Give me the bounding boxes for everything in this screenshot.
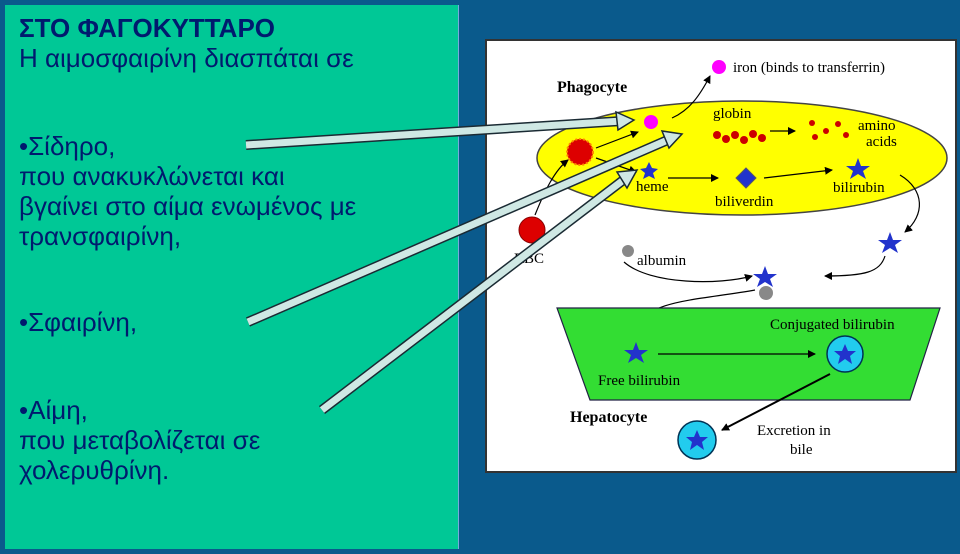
- bile-label: bile: [790, 442, 813, 458]
- albumin-label: albumin: [637, 253, 687, 269]
- phagocyte-label: Phagocyte: [557, 79, 627, 96]
- excretion-label: Excretion in: [757, 423, 831, 439]
- iron-dot: [712, 60, 726, 74]
- item-heme: •Αίμη,: [19, 395, 88, 425]
- globin-chain: [713, 130, 766, 144]
- amino-label: amino: [858, 118, 896, 134]
- item-iron-line3: βγαίνει στο αίμα ενωμένος με: [19, 191, 357, 221]
- iron-pointer-arrow: [245, 110, 636, 150]
- excretion-arrow: [721, 373, 831, 431]
- bilirubin-exit-arrow: [899, 174, 920, 233]
- rbc-cell: [518, 216, 546, 244]
- rbc-uptake-arrow: [534, 159, 569, 216]
- amino-acid-dots: [809, 120, 849, 140]
- item-iron: •Σίδηρο,: [19, 131, 116, 161]
- free-bilirubin-liver-star: [624, 342, 648, 363]
- item-heme-line3: χολερυθρίνη.: [19, 455, 170, 485]
- conjugated-bilirubin-star: [834, 344, 856, 364]
- biliverdin-diamond: [735, 167, 757, 189]
- biliverdin-label: biliverdin: [715, 194, 774, 210]
- rbc-degrading: [566, 138, 594, 166]
- to-albumin-arrow: [824, 255, 886, 280]
- to-iron-arrow: [595, 130, 639, 149]
- heme-label: heme: [636, 179, 669, 195]
- item-heme-line2: που μεταβολίζεται σε: [19, 425, 261, 455]
- slide-title: ΣΤΟ ΦΑΓΟΚΥΤΤΑΡΟ: [19, 13, 276, 43]
- hepatocyte-label: Hepatocyte: [570, 409, 647, 426]
- phagocyte-cell: [536, 100, 948, 216]
- iron-label: iron (binds to transferrin): [733, 60, 885, 76]
- bilirubin-star: [846, 158, 870, 179]
- free-bilirubin-star: [878, 232, 902, 253]
- albumin-binding-arrow: [623, 261, 753, 283]
- heme-pointer-arrow: [318, 169, 639, 414]
- item-iron-line4: τρανσφαιρίνη,: [19, 221, 182, 251]
- text-panel: ΣΤΟ ΦΑΓΟΚΥΤΤΑΡΟ Η αιμοσφαιρίνη διασπάται…: [5, 5, 459, 549]
- globin-label: globin: [713, 106, 752, 122]
- bound-bilirubin-star: [753, 266, 777, 287]
- bilirubin-label: bilirubin: [833, 180, 885, 196]
- iron-exit-arrow: [671, 75, 711, 119]
- bile-star: [686, 430, 708, 450]
- pointer-arrows: [245, 110, 684, 414]
- acids-label: acids: [866, 134, 897, 150]
- free-bilirubin-label: Free bilirubin: [598, 373, 681, 389]
- iron-inside-dot: [644, 115, 658, 129]
- biliverdin-to-bilirubin-arrow: [763, 166, 833, 179]
- globin-pointer-arrow: [246, 130, 684, 327]
- heme-star: [640, 162, 658, 179]
- conjugated-label: Conjugated bilirubin: [770, 317, 895, 333]
- intro-text: Η αιμοσφαιρίνη διασπάται σε: [19, 43, 354, 73]
- albumin-dot: [622, 245, 634, 257]
- item-iron-line2: που ανακυκλώνεται και: [19, 161, 285, 191]
- item-globin: •Σφαιρίνη,: [19, 307, 138, 337]
- bound-albumin-dot: [759, 286, 773, 300]
